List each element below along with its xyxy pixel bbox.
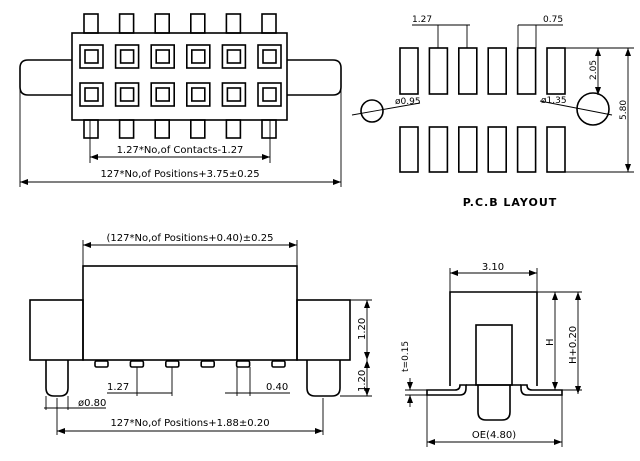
height-label: H bbox=[545, 338, 556, 346]
contact-cell-inner bbox=[226, 87, 242, 102]
left-block bbox=[29, 299, 84, 361]
top-pin bbox=[261, 13, 277, 34]
contact-cell bbox=[114, 44, 140, 69]
total-height-label: 5.80 bbox=[619, 100, 629, 120]
contact-cell bbox=[114, 82, 140, 107]
contact-cell bbox=[257, 44, 282, 69]
front-pins bbox=[94, 360, 286, 368]
contact-cell bbox=[150, 44, 175, 69]
pad-width-label: 0.75 bbox=[543, 15, 563, 25]
contact-pin bbox=[477, 385, 511, 421]
overall-dim-label: 127*No,of Positions+3.75±0.25 bbox=[100, 169, 259, 180]
contact-cell bbox=[150, 82, 175, 107]
left-peg bbox=[45, 360, 69, 397]
pcb-layout: ø0.95 ø1.35 1.27 0.75 2.05 5.80 P.C.B LA… bbox=[351, 15, 634, 209]
contact-cell bbox=[186, 44, 211, 69]
pin-width-label: 0.40 bbox=[266, 382, 288, 393]
front-pin bbox=[94, 360, 109, 368]
pad-top bbox=[516, 47, 537, 95]
contacts-dim-label: 1.27*No,of Contacts-1.27 bbox=[117, 145, 244, 156]
contact-cell-inner bbox=[119, 49, 135, 64]
pad-bottom bbox=[399, 126, 419, 173]
body-dim-label: (127*No,of Positions+0.40)±0.25 bbox=[107, 233, 274, 244]
pad-bottom bbox=[487, 126, 508, 173]
front-pin bbox=[271, 360, 286, 368]
right-flange bbox=[287, 59, 342, 96]
peg-dim-label: 127*No,of Positions+1.88±0.20 bbox=[110, 418, 269, 429]
side-view: 3.10 H H+0.20 t=0.15 OE(4.80) bbox=[401, 262, 582, 447]
housing-front bbox=[82, 265, 298, 361]
contact-cell-inner bbox=[119, 87, 135, 102]
front-pin bbox=[200, 360, 215, 368]
contact-post bbox=[475, 324, 513, 386]
contact-cell-inner bbox=[262, 49, 277, 64]
pad-top bbox=[428, 47, 449, 95]
left-flange bbox=[19, 59, 72, 96]
top-pin bbox=[83, 13, 99, 34]
bottom-pin bbox=[83, 119, 99, 139]
front-pin bbox=[129, 360, 145, 368]
hole-small-label: ø0.95 bbox=[395, 97, 421, 107]
contact-cell-inner bbox=[226, 49, 242, 64]
hole-small bbox=[360, 99, 384, 123]
bottom-pin bbox=[118, 119, 135, 139]
height-lower-label: 1.20 bbox=[357, 370, 368, 392]
contact-cell-inner bbox=[155, 87, 170, 102]
contact-cell-inner bbox=[84, 87, 99, 102]
overall-width-label: OE(4.80) bbox=[472, 430, 516, 441]
pcb-layout-title: P.C.B LAYOUT bbox=[463, 196, 558, 209]
height-total-label: H+0.20 bbox=[568, 326, 579, 364]
bottom-pin bbox=[154, 119, 170, 139]
hole-large-label: ø1.35 bbox=[541, 96, 567, 106]
side-width-label: 3.10 bbox=[482, 262, 504, 273]
pad-top bbox=[399, 47, 419, 95]
housing-top bbox=[71, 32, 288, 121]
contact-cell bbox=[257, 82, 282, 107]
left-lead bbox=[426, 384, 467, 396]
contact-cell bbox=[79, 44, 104, 69]
front-pitch-label: 1.27 bbox=[107, 382, 129, 393]
front-pin bbox=[235, 360, 251, 368]
bottom-pin bbox=[190, 119, 206, 139]
contact-cell bbox=[221, 44, 247, 69]
pad-top bbox=[546, 47, 566, 95]
row-offset-label: 2.05 bbox=[589, 60, 599, 80]
contact-cell bbox=[79, 82, 104, 107]
contact-cell-inner bbox=[155, 49, 170, 64]
contact-cell-inner bbox=[262, 87, 277, 102]
pad-top bbox=[487, 47, 508, 95]
right-block bbox=[296, 299, 351, 361]
contact-cells bbox=[79, 44, 282, 107]
pcb-pads bbox=[399, 47, 566, 173]
pad-bottom bbox=[428, 126, 449, 173]
hole-large bbox=[576, 92, 610, 126]
top-pin bbox=[154, 13, 170, 34]
front-view: (127*No,of Positions+0.40)±0.25 1.27 0.4… bbox=[29, 233, 372, 435]
top-pin bbox=[225, 13, 242, 34]
thickness-label: t=0.15 bbox=[401, 341, 411, 372]
pad-bottom bbox=[546, 126, 566, 173]
contact-cell-inner bbox=[191, 49, 206, 64]
front-pin bbox=[165, 360, 180, 368]
right-peg bbox=[306, 360, 341, 397]
height-upper-label: 1.20 bbox=[357, 318, 368, 340]
top-pin bbox=[118, 13, 135, 34]
top-view: 1.27*No,of Contacts-1.27 127*No,of Posit… bbox=[19, 13, 342, 187]
contact-cell bbox=[186, 82, 211, 107]
bottom-pin bbox=[225, 119, 242, 139]
contact-cell-inner bbox=[191, 87, 206, 102]
pad-top bbox=[457, 47, 478, 95]
pcb-pitch-label: 1.27 bbox=[412, 15, 432, 25]
pad-bottom bbox=[516, 126, 537, 173]
peg-dia-label: ø0.80 bbox=[78, 398, 106, 409]
pad-bottom bbox=[457, 126, 478, 173]
right-lead bbox=[520, 384, 563, 396]
top-pin bbox=[190, 13, 206, 34]
bottom-pin bbox=[261, 119, 277, 139]
contact-cell bbox=[221, 82, 247, 107]
housing-side bbox=[449, 291, 538, 386]
contact-cell-inner bbox=[84, 49, 99, 64]
